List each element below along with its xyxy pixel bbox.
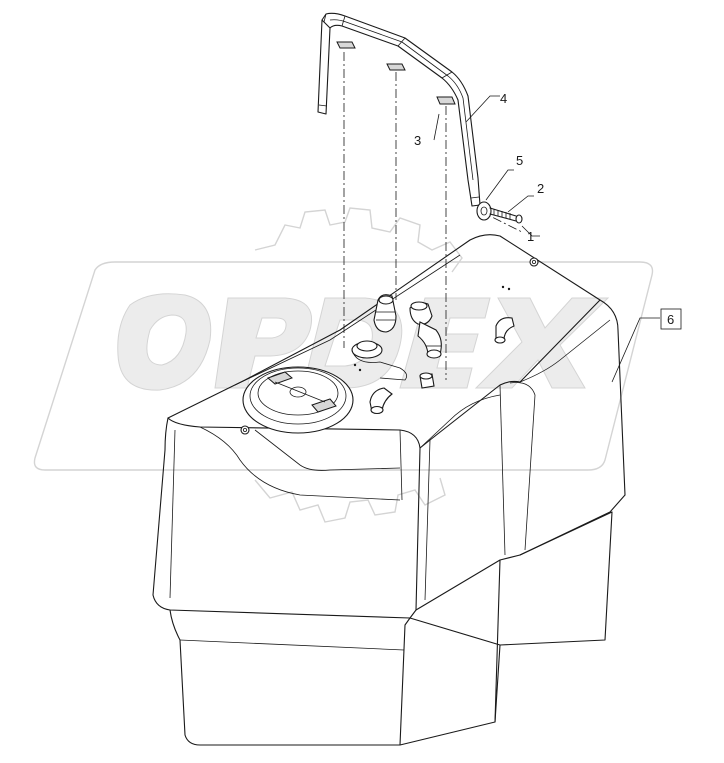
- callouts: 1 2 3 4 5 6: [414, 91, 682, 330]
- callout-6-box: [660, 308, 682, 330]
- callout-5: 5: [516, 153, 523, 168]
- watermark-gear-icon: [254, 207, 463, 523]
- nut-part-1: [515, 214, 523, 224]
- fittings: [351, 294, 515, 415]
- fastener-assembly: [476, 201, 523, 224]
- leader-lines: [433, 95, 660, 383]
- callout-1: 1: [527, 229, 534, 244]
- callout-2: 2: [537, 181, 544, 196]
- callout-3: 3: [414, 133, 421, 148]
- assembly-lines: [343, 52, 523, 380]
- filler-cap: [242, 366, 354, 434]
- watermark-outline: [33, 261, 654, 471]
- callout-4: 4: [500, 91, 507, 106]
- strap-pads-part-3: [336, 41, 456, 105]
- callout-6: 6: [667, 312, 674, 327]
- washer-part-5: [476, 201, 492, 221]
- strap-part-4: [317, 12, 481, 207]
- tank-part-6: [152, 234, 626, 746]
- watermark-logo: [33, 207, 654, 523]
